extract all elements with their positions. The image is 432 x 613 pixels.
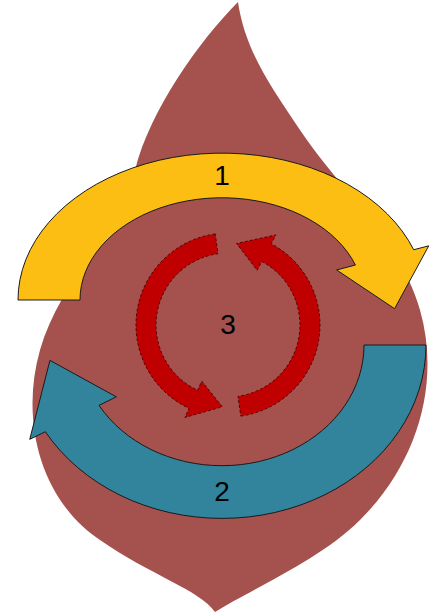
- cycle-arrow: [30, 345, 426, 518]
- callout-number: 2: [214, 478, 230, 506]
- cycle-arrow: [18, 153, 429, 308]
- inner-cycle-arrow: [237, 235, 320, 416]
- callout-number: 3: [220, 311, 236, 339]
- flame-shape: [33, 2, 428, 612]
- callout-number: 1: [214, 162, 230, 190]
- inner-cycle-arrow: [136, 234, 222, 418]
